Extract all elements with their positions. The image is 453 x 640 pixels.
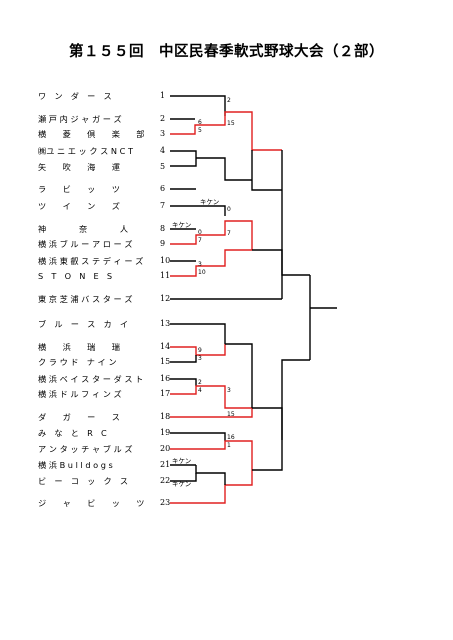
team-seed: 23 (160, 498, 171, 507)
bracket-line (170, 473, 197, 482)
team-name: 横 浜 ブ ル ー ア ロ ー ズ (38, 239, 133, 249)
score: 7 (227, 230, 231, 237)
score: 7 (198, 237, 202, 244)
bracket-line (281, 359, 310, 440)
score: 0 (227, 206, 231, 213)
team-seed: 16 (160, 374, 171, 383)
team-name: 神 奈 人 (38, 224, 129, 234)
team-name: ク ラ ウ ド ナ イ ン (38, 357, 117, 367)
team-seed: 7 (160, 201, 166, 210)
score: 6 (198, 119, 202, 126)
bracket-line (195, 465, 226, 485)
score: 3 (227, 387, 231, 394)
team-seed: 18 (160, 412, 171, 421)
team-seed: 12 (160, 294, 171, 303)
team-name: ㈱ユ ニ エ ッ ク ス N C T (38, 146, 133, 156)
score: 0 (198, 229, 202, 236)
team-seed: 5 (160, 162, 166, 171)
bracket-line (170, 220, 253, 250)
bracket-line (252, 249, 283, 299)
team-name: ツ イ ン ズ (38, 201, 120, 211)
team-seed: 19 (160, 428, 171, 437)
team-name: 横 浜 B u l l d o g s (38, 460, 113, 470)
bracket-line (170, 408, 253, 418)
team-seed: 13 (160, 319, 171, 328)
team-name: 矢 吹 海 運 (38, 162, 120, 172)
score: 15 (227, 120, 235, 127)
page-title: 第１５５回 中区民春季軟式野球大会（２部） (69, 44, 384, 60)
bracket-line (170, 378, 197, 386)
team-name: ダ ガ ー ス (38, 412, 120, 422)
bracket-line (225, 343, 253, 408)
bracket-line (252, 407, 283, 471)
team-seed: 20 (160, 444, 171, 453)
score: 15 (227, 411, 235, 418)
score: 16 (227, 434, 235, 441)
bracket-line (281, 190, 310, 276)
team-seed: 22 (160, 476, 171, 485)
team-seed: 10 (160, 256, 171, 265)
team-name: ワ ン ダ ー ス (38, 91, 112, 101)
score: 9 (198, 347, 202, 354)
bracket-line (251, 150, 282, 191)
bracket-line (170, 150, 197, 167)
team-name: ブ ル ー ス カ イ (38, 319, 129, 329)
team-name: ラ ビ ッ ツ (38, 184, 120, 194)
team-seed: 3 (160, 129, 166, 138)
team-name: 瀬 戸 内 ジ ャ ガ ー ズ (38, 114, 122, 124)
score: 2 (198, 379, 202, 386)
team-name: 横 浜 東 叡 ス テ デ ィ ー ズ (38, 256, 144, 266)
team-name: 横 浜 瑞 瑞 (38, 342, 120, 352)
score: 1 (227, 442, 231, 449)
score: 3 (198, 261, 202, 268)
team-seed: 2 (160, 114, 166, 123)
score: 4 (198, 387, 202, 394)
team-name: 東 京 芝 浦 バ ス タ ー ズ (38, 294, 133, 304)
bracket-line (196, 157, 252, 181)
team-name: 横 浜 ド ル フ ィ ン ズ (38, 389, 122, 399)
team-seed: 17 (160, 389, 171, 398)
team-name: ジ ャ ビ ッ ツ (38, 498, 145, 508)
team-name: 横 浜 ベ イ ス タ ー ダ ス ト (38, 374, 144, 384)
team-seed: 4 (160, 146, 166, 155)
forfeit-label: キケン (200, 198, 219, 206)
forfeit-label: キケン (172, 457, 191, 465)
team-name: ビ ー コ ッ ク ス (38, 476, 129, 486)
bracket-line (170, 323, 226, 344)
score: 5 (198, 127, 202, 134)
forfeit-label: キケン (172, 221, 191, 229)
bracket-line (170, 440, 253, 470)
forfeit-label: キケン (172, 480, 191, 488)
team-seed: 14 (160, 342, 171, 351)
team-name: ア ン タ ッ チ ャ ブ ル ズ (38, 444, 133, 454)
team-seed: 1 (160, 91, 166, 100)
bracket-line (170, 355, 197, 363)
bracket-line (170, 111, 282, 151)
team-name: 横 菱 倶 楽 部 (38, 129, 145, 139)
score: 10 (198, 269, 206, 276)
team-seed: 21 (160, 460, 171, 469)
team-seed: 6 (160, 184, 166, 193)
bracket-line (170, 95, 226, 116)
bracket-line (170, 432, 226, 441)
team-name: S T O N E S (38, 271, 113, 281)
team-seed: 8 (160, 224, 166, 233)
score: 2 (227, 97, 231, 104)
bracket-line (170, 249, 252, 277)
team-seed: 15 (160, 357, 171, 366)
team-seed: 11 (160, 271, 171, 280)
bracket-line (170, 205, 226, 216)
score: 3 (198, 355, 202, 362)
team-name: み な と R C (38, 428, 107, 438)
bracket-line (170, 385, 252, 409)
team-seed: 9 (160, 239, 166, 248)
